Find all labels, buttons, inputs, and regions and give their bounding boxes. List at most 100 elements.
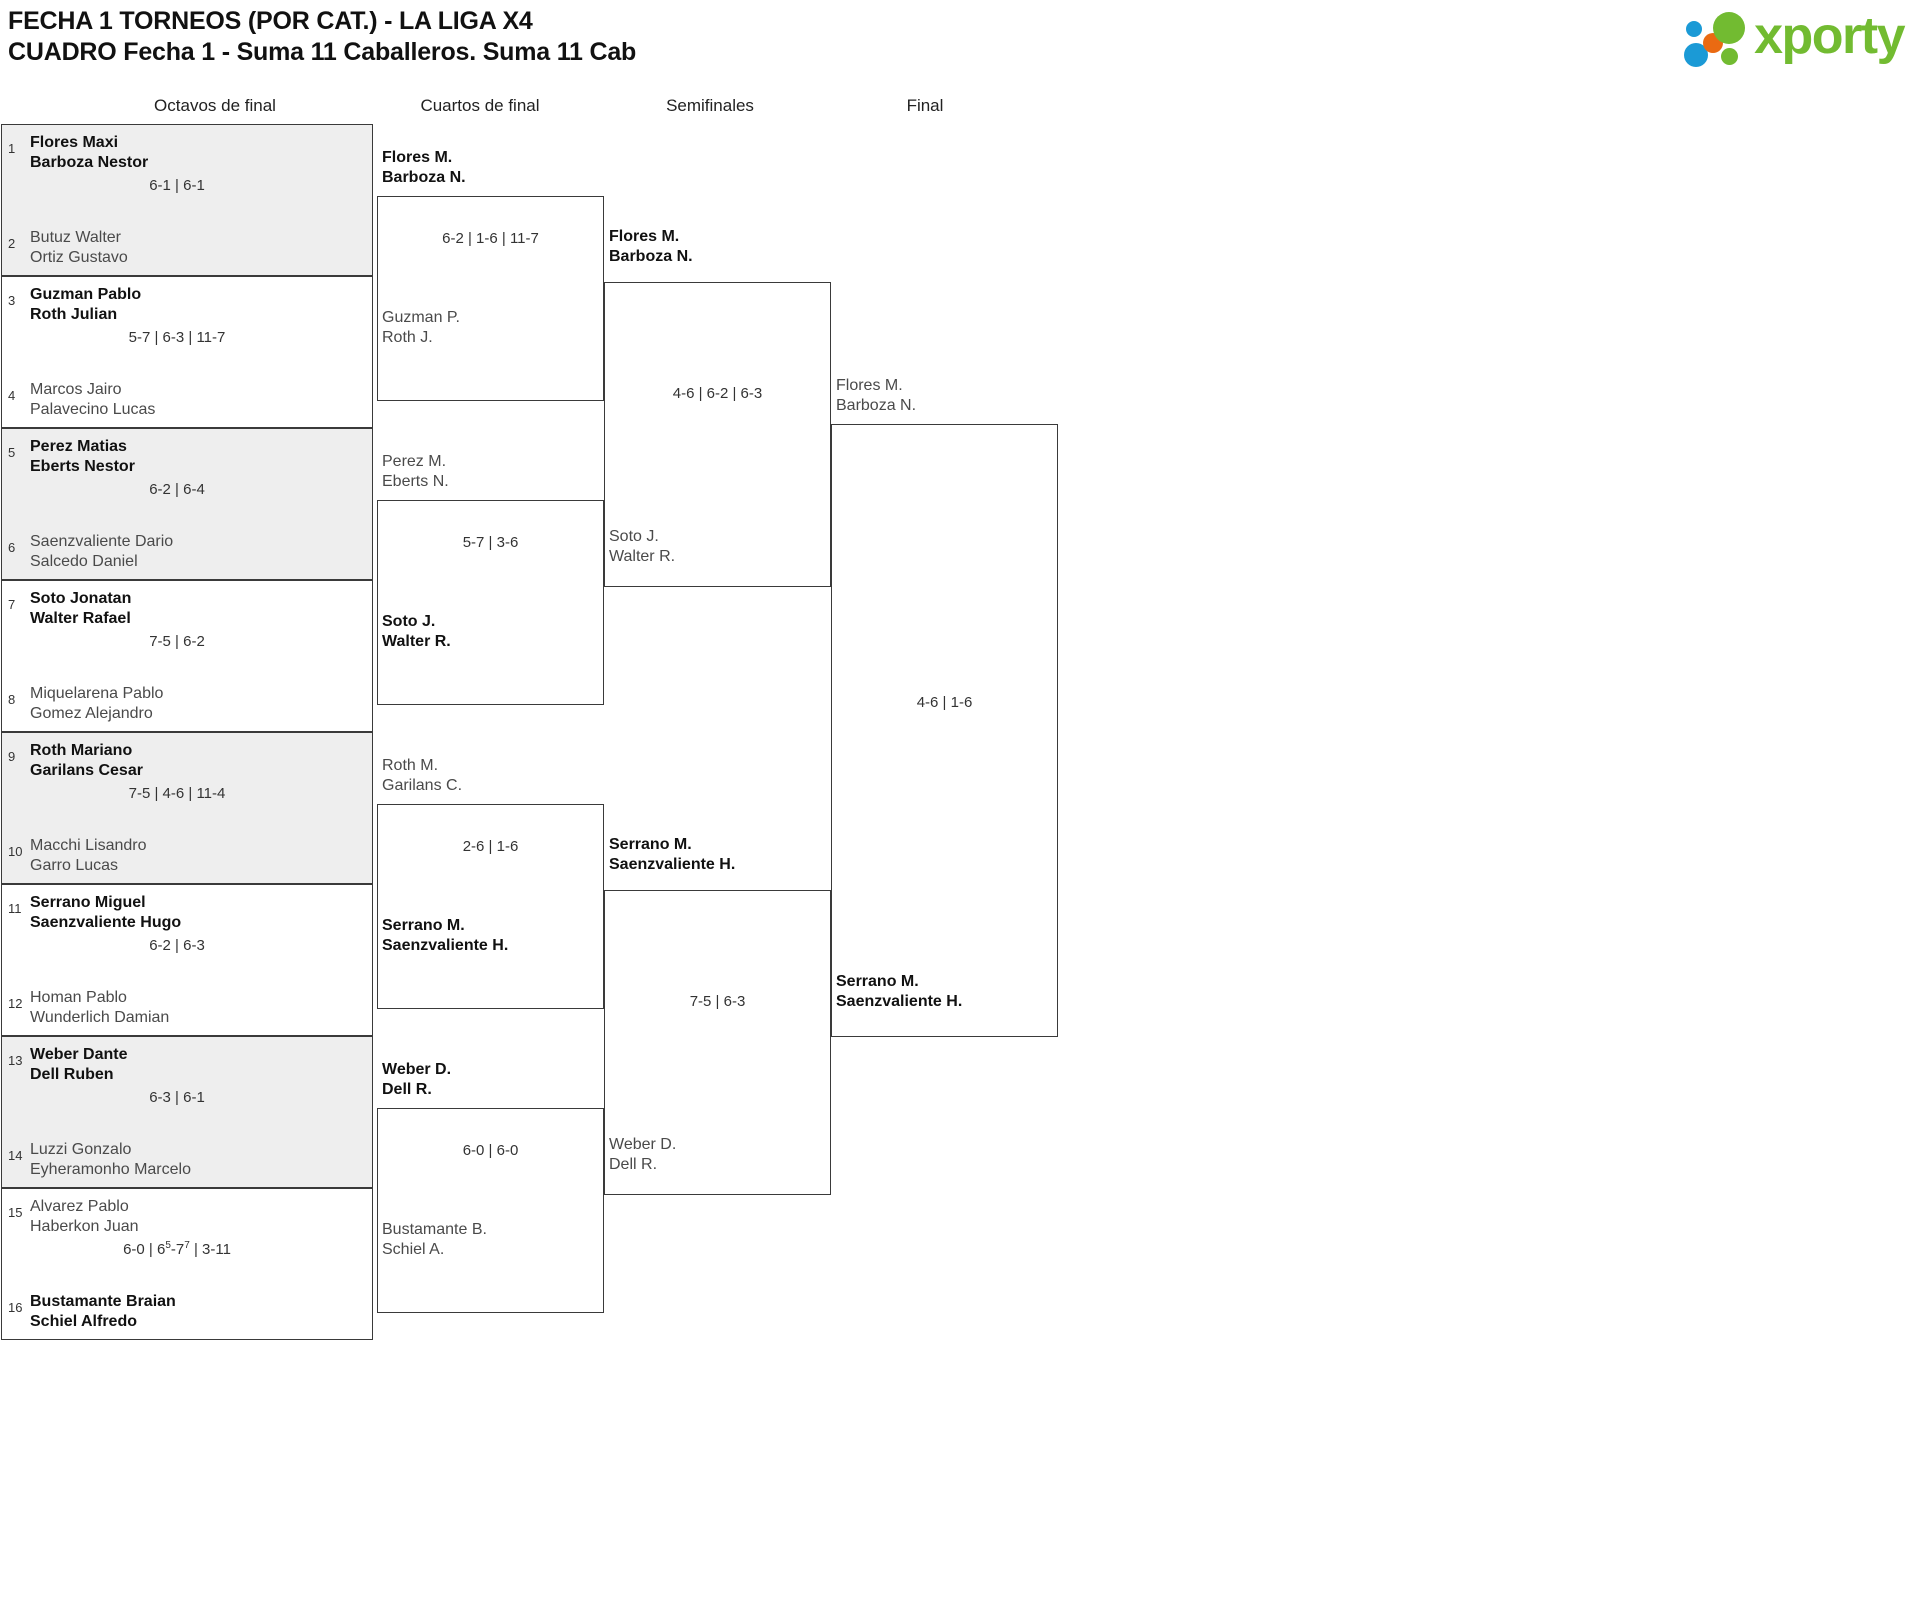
r2-team-bottom-2[interactable]: Soto J. Walter R. xyxy=(382,612,451,651)
final-team-top[interactable]: Flores M.Barboza N. xyxy=(836,376,916,415)
round-header-semifinales: Semifinales xyxy=(666,96,754,115)
player-name-2: Barboza N. xyxy=(382,168,466,186)
r3-score-2: 7-5 | 6-3 xyxy=(689,993,746,1010)
r2-match-box-4[interactable] xyxy=(377,1108,604,1313)
r1-match-box-6[interactable] xyxy=(1,884,373,1036)
r2-team-top-2[interactable]: Perez M.Eberts N. xyxy=(382,452,449,491)
player-name-1: Soto Jonatan xyxy=(30,590,132,607)
r1-match-box-1[interactable] xyxy=(1,124,373,276)
r3-match-box-2[interactable] xyxy=(604,890,831,1195)
seed-number-6: 6 xyxy=(8,540,16,555)
r3-match-box-1[interactable] xyxy=(604,282,831,587)
r1-score-3: 6-2 | 6-4 xyxy=(149,481,205,498)
player-name-2: Saenzvaliente H. xyxy=(609,855,736,873)
player-name-2: Saenzvaliente Hugo xyxy=(30,913,182,931)
seed-number-4: 4 xyxy=(8,388,16,403)
r3-team-bottom-1[interactable]: Soto J.Walter R. xyxy=(609,527,675,566)
player-name-1: Perez M. xyxy=(382,453,447,470)
r2-match-box-3[interactable] xyxy=(377,804,604,1009)
r2-team-bottom-4[interactable]: Bustamante B.Schiel A. xyxy=(382,1220,487,1259)
r2-team-top-4[interactable]: Weber D.Dell R. xyxy=(382,1060,451,1099)
r3-team-top-1[interactable]: Flores M.Barboza N. xyxy=(609,227,693,266)
player-name-2: Garilans Cesar xyxy=(30,761,143,779)
player-name-2: Saenzvaliente H. xyxy=(836,992,963,1010)
player-name-1: Serrano Miguel xyxy=(30,894,146,911)
r1-match-box-2[interactable] xyxy=(1,276,373,428)
player-name-2: Salcedo Daniel xyxy=(30,552,138,570)
player-name-1: Roth M. xyxy=(382,757,439,774)
player-name-1: Soto J. xyxy=(382,613,436,630)
seed-number-1: 1 xyxy=(8,141,16,156)
r2-team-bottom-1[interactable]: Guzman P.Roth J. xyxy=(382,308,460,347)
xporty-logo[interactable]: xporty xyxy=(1684,6,1905,67)
player-name-2: Gomez Alejandro xyxy=(30,704,153,722)
logo-dot-green-small-icon xyxy=(1721,48,1739,65)
seed-number-12: 12 xyxy=(8,996,23,1011)
player-name-1: Alvarez Pablo xyxy=(30,1198,129,1215)
r1-score-4: 7-5 | 6-2 xyxy=(149,633,205,650)
final-score: 4-6 | 1-6 xyxy=(916,694,973,711)
player-name-2: Walter R. xyxy=(382,632,451,650)
player-name-1: Soto J. xyxy=(609,528,659,545)
r2-team-top-1[interactable]: Flores M.Barboza N. xyxy=(382,148,466,187)
player-name-1: Serrano M. xyxy=(836,973,919,990)
seed-number-2: 2 xyxy=(8,236,16,251)
round-header-octavos: Octavos de final xyxy=(154,96,276,115)
logo-dot-blue-small-icon xyxy=(1686,21,1703,37)
player-name-1: Luzzi Gonzalo xyxy=(30,1141,132,1158)
final-match-box[interactable] xyxy=(831,424,1058,1037)
r1-score-5: 7-5 | 4-6 | 11-4 xyxy=(128,785,226,802)
r1-match-box-8[interactable] xyxy=(1,1188,373,1340)
player-name-1: Marcos Jairo xyxy=(30,381,122,398)
seed-number-16: 16 xyxy=(8,1300,23,1315)
player-name-1: Guzman Pablo xyxy=(30,286,142,303)
player-name-1: Butuz Walter xyxy=(30,229,121,246)
seed-number-13: 13 xyxy=(8,1053,23,1068)
r1-match-box-5[interactable] xyxy=(1,732,373,884)
player-name-2: Palavecino Lucas xyxy=(30,400,156,418)
final-team-bottom[interactable]: Serrano M. Saenzvaliente H. xyxy=(836,972,962,1011)
player-name-2: Haberkon Juan xyxy=(30,1217,139,1235)
player-name-2: Eyheramonho Marcelo xyxy=(30,1160,191,1178)
player-name-2: Barboza N. xyxy=(836,396,917,414)
player-name-1: Perez Matias xyxy=(30,438,127,455)
r2-score-4: 6-0 | 6-0 xyxy=(462,1142,519,1159)
player-name-2: Barboza N. xyxy=(609,247,693,265)
r1-match-box-3[interactable] xyxy=(1,428,373,580)
player-name-2: Eberts Nestor xyxy=(30,457,135,475)
r3-team-bottom-2[interactable]: Weber D.Dell R. xyxy=(609,1135,676,1174)
player-name-2: Barboza Nestor xyxy=(30,153,149,171)
r1-score-7: 6-3 | 6-1 xyxy=(149,1089,205,1106)
round-header-cuartos: Cuartos de final xyxy=(420,96,540,115)
r2-match-box-1[interactable] xyxy=(377,196,604,401)
r2-score-2: 5-7 | 3-6 xyxy=(462,534,519,551)
seed-number-5: 5 xyxy=(8,445,16,460)
r3-score-1: 4-6 | 6-2 | 6-3 xyxy=(672,385,763,402)
player-name-1: Roth Mariano xyxy=(30,742,133,759)
player-name-1: Weber D. xyxy=(382,1061,452,1078)
r1-match-box-7[interactable] xyxy=(1,1036,373,1188)
r1-match-box-4[interactable] xyxy=(1,580,373,732)
r3-team-top-2[interactable]: Serrano M.Saenzvaliente H. xyxy=(609,835,735,874)
r2-team-top-3[interactable]: Roth M.Garilans C. xyxy=(382,756,462,795)
player-name-1: Flores Maxi xyxy=(30,134,119,151)
r2-match-box-2[interactable] xyxy=(377,500,604,705)
player-name-1: Miquelarena Pablo xyxy=(30,685,164,702)
r2-team-bottom-3[interactable]: Serrano M.Saenzvaliente H. xyxy=(382,916,508,955)
